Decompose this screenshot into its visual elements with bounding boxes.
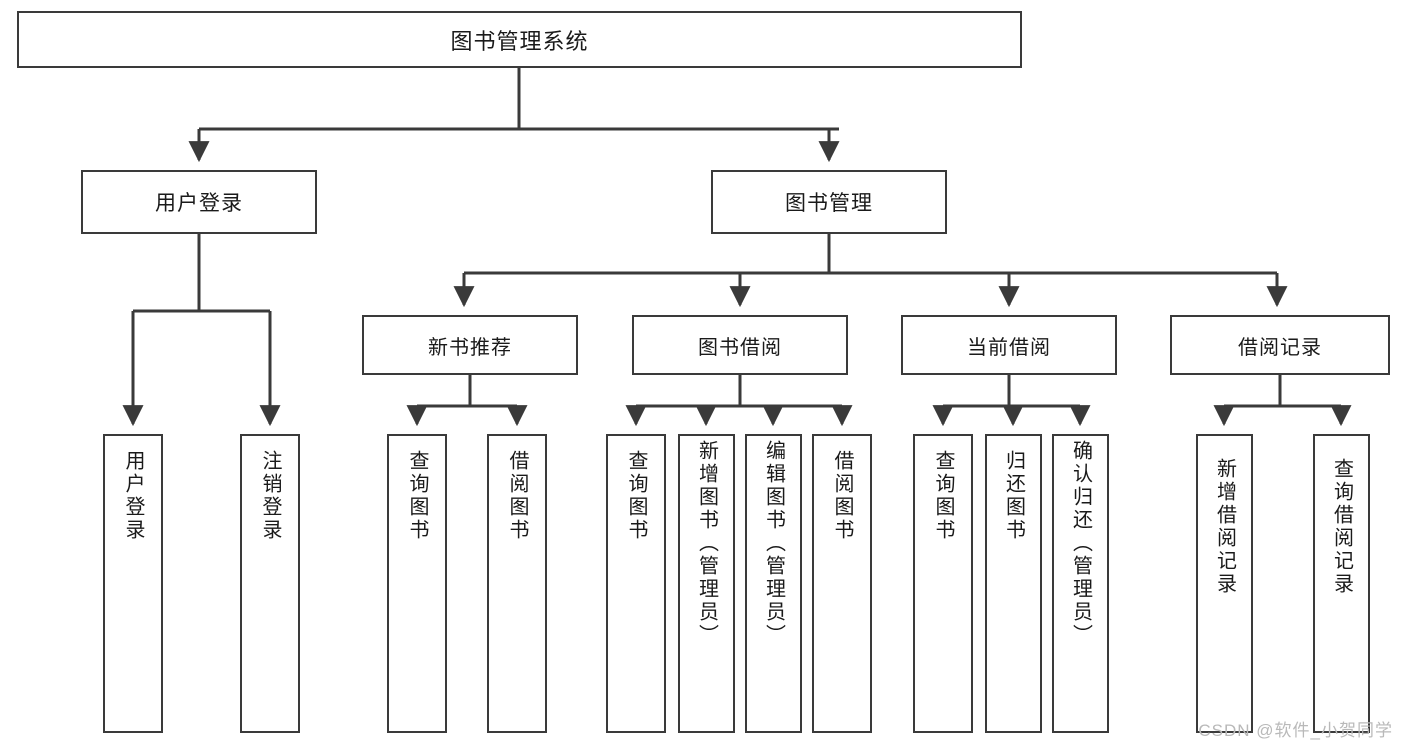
node-current-borrow-label: 当前借阅 [967, 336, 1051, 359]
leaf-borrow-add-label: 新增图书（管理员） [695, 440, 718, 647]
leaf-user-logout-label: 注销登录 [259, 450, 281, 542]
node-borrow-record[interactable]: 借阅记录 [1170, 315, 1390, 375]
node-current-borrow[interactable]: 当前借阅 [901, 315, 1117, 375]
leaf-cur-query[interactable]: 查询图书 [913, 434, 973, 733]
leaf-rec-borrow[interactable]: 借阅图书 [487, 434, 547, 733]
leaf-rec-search[interactable]: 查询借阅记录 [1313, 434, 1370, 733]
node-new-book-rec-label: 新书推荐 [428, 336, 512, 359]
leaf-borrow-do-label: 借阅图书 [831, 450, 853, 542]
leaf-cur-return[interactable]: 归还图书 [985, 434, 1042, 733]
node-user-login[interactable]: 用户登录 [81, 170, 317, 234]
leaf-rec-add-label: 新增借阅记录 [1213, 458, 1236, 596]
leaf-borrow-do[interactable]: 借阅图书 [812, 434, 872, 733]
leaf-borrow-add[interactable]: 新增图书（管理员） [678, 434, 735, 733]
leaf-user-login[interactable]: 用户登录 [103, 434, 163, 733]
node-book-borrow-label: 图书借阅 [698, 336, 782, 359]
leaf-rec-query-label: 查询图书 [406, 450, 428, 542]
leaf-borrow-edit[interactable]: 编辑图书（管理员） [745, 434, 802, 733]
node-borrow-record-label: 借阅记录 [1238, 336, 1322, 359]
leaf-rec-borrow-label: 借阅图书 [506, 450, 528, 542]
node-root[interactable]: 图书管理系统 [17, 11, 1022, 68]
node-book-manage[interactable]: 图书管理 [711, 170, 947, 234]
leaf-borrow-query[interactable]: 查询图书 [606, 434, 666, 733]
leaf-rec-query[interactable]: 查询图书 [387, 434, 447, 733]
node-new-book-rec[interactable]: 新书推荐 [362, 315, 578, 375]
leaf-user-login-label: 用户登录 [122, 450, 144, 542]
leaf-cur-confirm-label: 确认归还（管理员） [1069, 440, 1092, 647]
leaf-cur-return-label: 归还图书 [1002, 450, 1025, 542]
csdn-watermark: CSDN @软件_小贺同学 [1198, 721, 1393, 740]
leaf-borrow-query-label: 查询图书 [625, 450, 647, 542]
leaf-rec-search-label: 查询借阅记录 [1330, 458, 1353, 596]
leaf-borrow-edit-label: 编辑图书（管理员） [762, 440, 785, 647]
leaf-user-logout[interactable]: 注销登录 [240, 434, 300, 733]
node-book-borrow[interactable]: 图书借阅 [632, 315, 848, 375]
node-book-manage-label: 图书管理 [785, 192, 873, 215]
leaf-cur-query-label: 查询图书 [932, 450, 954, 542]
node-user-login-label: 用户登录 [155, 192, 243, 215]
leaf-cur-confirm[interactable]: 确认归还（管理员） [1052, 434, 1109, 733]
leaf-rec-add[interactable]: 新增借阅记录 [1196, 434, 1253, 733]
node-root-label: 图书管理系统 [450, 28, 589, 54]
